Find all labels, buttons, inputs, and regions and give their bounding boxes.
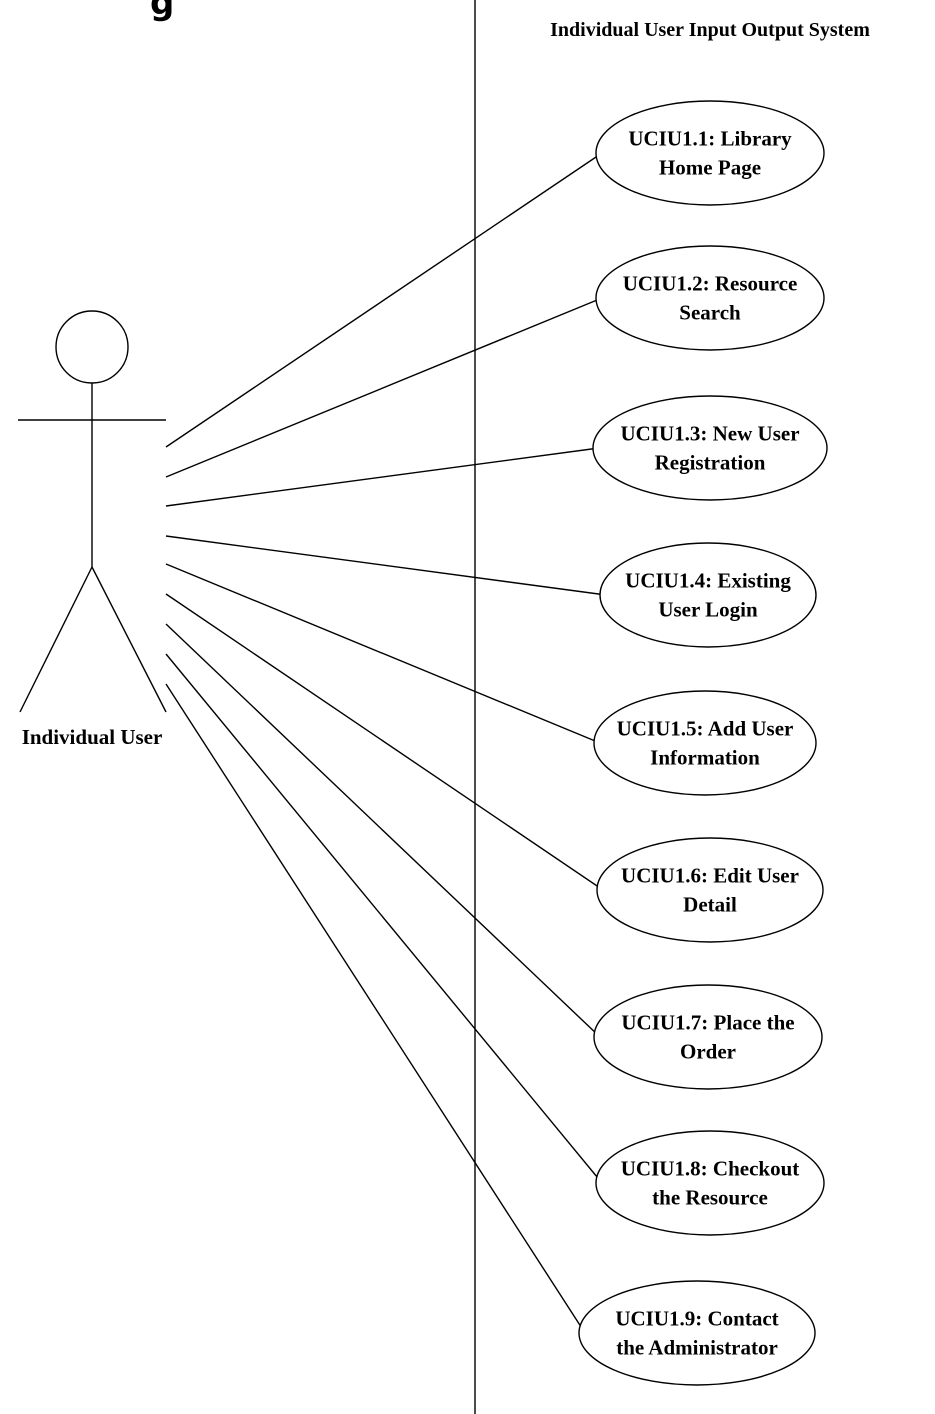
actor-figure bbox=[18, 310, 167, 713]
system-boundary bbox=[474, 0, 476, 1414]
use-case-label-line: UCIU1.7: Place the bbox=[621, 1011, 794, 1035]
use-case-label-line: UCIU1.2: Resource bbox=[623, 272, 798, 296]
actor-label: Individual User bbox=[22, 725, 163, 749]
use-case-label-line: Home Page bbox=[659, 156, 761, 180]
use-case-label-line: UCIU1.9: Contact bbox=[615, 1307, 778, 1331]
use-case-label-line: User Login bbox=[658, 598, 758, 622]
system-title: Individual User Input Output System bbox=[550, 19, 870, 41]
use-case-9: UCIU1.9: Contact the Administrator bbox=[578, 1280, 816, 1386]
clipped-heading: g bbox=[150, 0, 174, 23]
use-case-label-line: Detail bbox=[683, 893, 737, 917]
use-case-label-line: UCIU1.5: Add User bbox=[617, 717, 794, 741]
association-line-4 bbox=[165, 535, 607, 596]
use-case-label-line: Registration bbox=[655, 451, 766, 475]
use-case-ellipse bbox=[592, 395, 828, 501]
use-case-ellipse bbox=[578, 1280, 816, 1386]
use-case-ellipse bbox=[595, 1130, 825, 1236]
use-case-label-line: Information bbox=[650, 746, 760, 770]
association-line-8 bbox=[165, 653, 603, 1184]
actor-right-leg bbox=[91, 566, 167, 713]
use-case-label-line: Search bbox=[679, 301, 741, 325]
use-case-label-line: UCIU1.6: Edit User bbox=[621, 864, 799, 888]
associations bbox=[165, 152, 607, 1334]
actor-left-leg bbox=[19, 566, 93, 713]
use-case-label-line: UCIU1.3: New User bbox=[620, 422, 799, 446]
use-case-ellipse bbox=[593, 690, 817, 796]
association-line-1 bbox=[165, 152, 603, 448]
use-case-label-line: UCIU1.4: Existing bbox=[625, 569, 791, 593]
use-case-label-line: Order bbox=[680, 1040, 736, 1064]
use-case-ellipse bbox=[595, 245, 825, 351]
association-line-2 bbox=[165, 297, 603, 478]
association-line-6 bbox=[165, 593, 604, 891]
use-case-label-line: the Resource bbox=[652, 1186, 768, 1210]
use-case-ellipse bbox=[599, 542, 817, 648]
use-case-8: UCIU1.8: Checkout the Resource bbox=[595, 1130, 825, 1236]
use-case-label-line: UCIU1.8: Checkout bbox=[621, 1157, 800, 1181]
use-case-ellipse bbox=[595, 100, 825, 206]
association-line-7 bbox=[165, 623, 601, 1038]
use-case-label-line: UCIU1.1: Library bbox=[628, 127, 792, 151]
use-case-ellipse bbox=[593, 984, 823, 1090]
association-line-5 bbox=[165, 563, 601, 744]
association-line-3 bbox=[165, 447, 600, 507]
actor-head bbox=[55, 310, 129, 384]
association-line-9 bbox=[165, 683, 586, 1334]
use-case-ellipse bbox=[596, 837, 824, 943]
use-case-label-line: the Administrator bbox=[616, 1336, 778, 1360]
